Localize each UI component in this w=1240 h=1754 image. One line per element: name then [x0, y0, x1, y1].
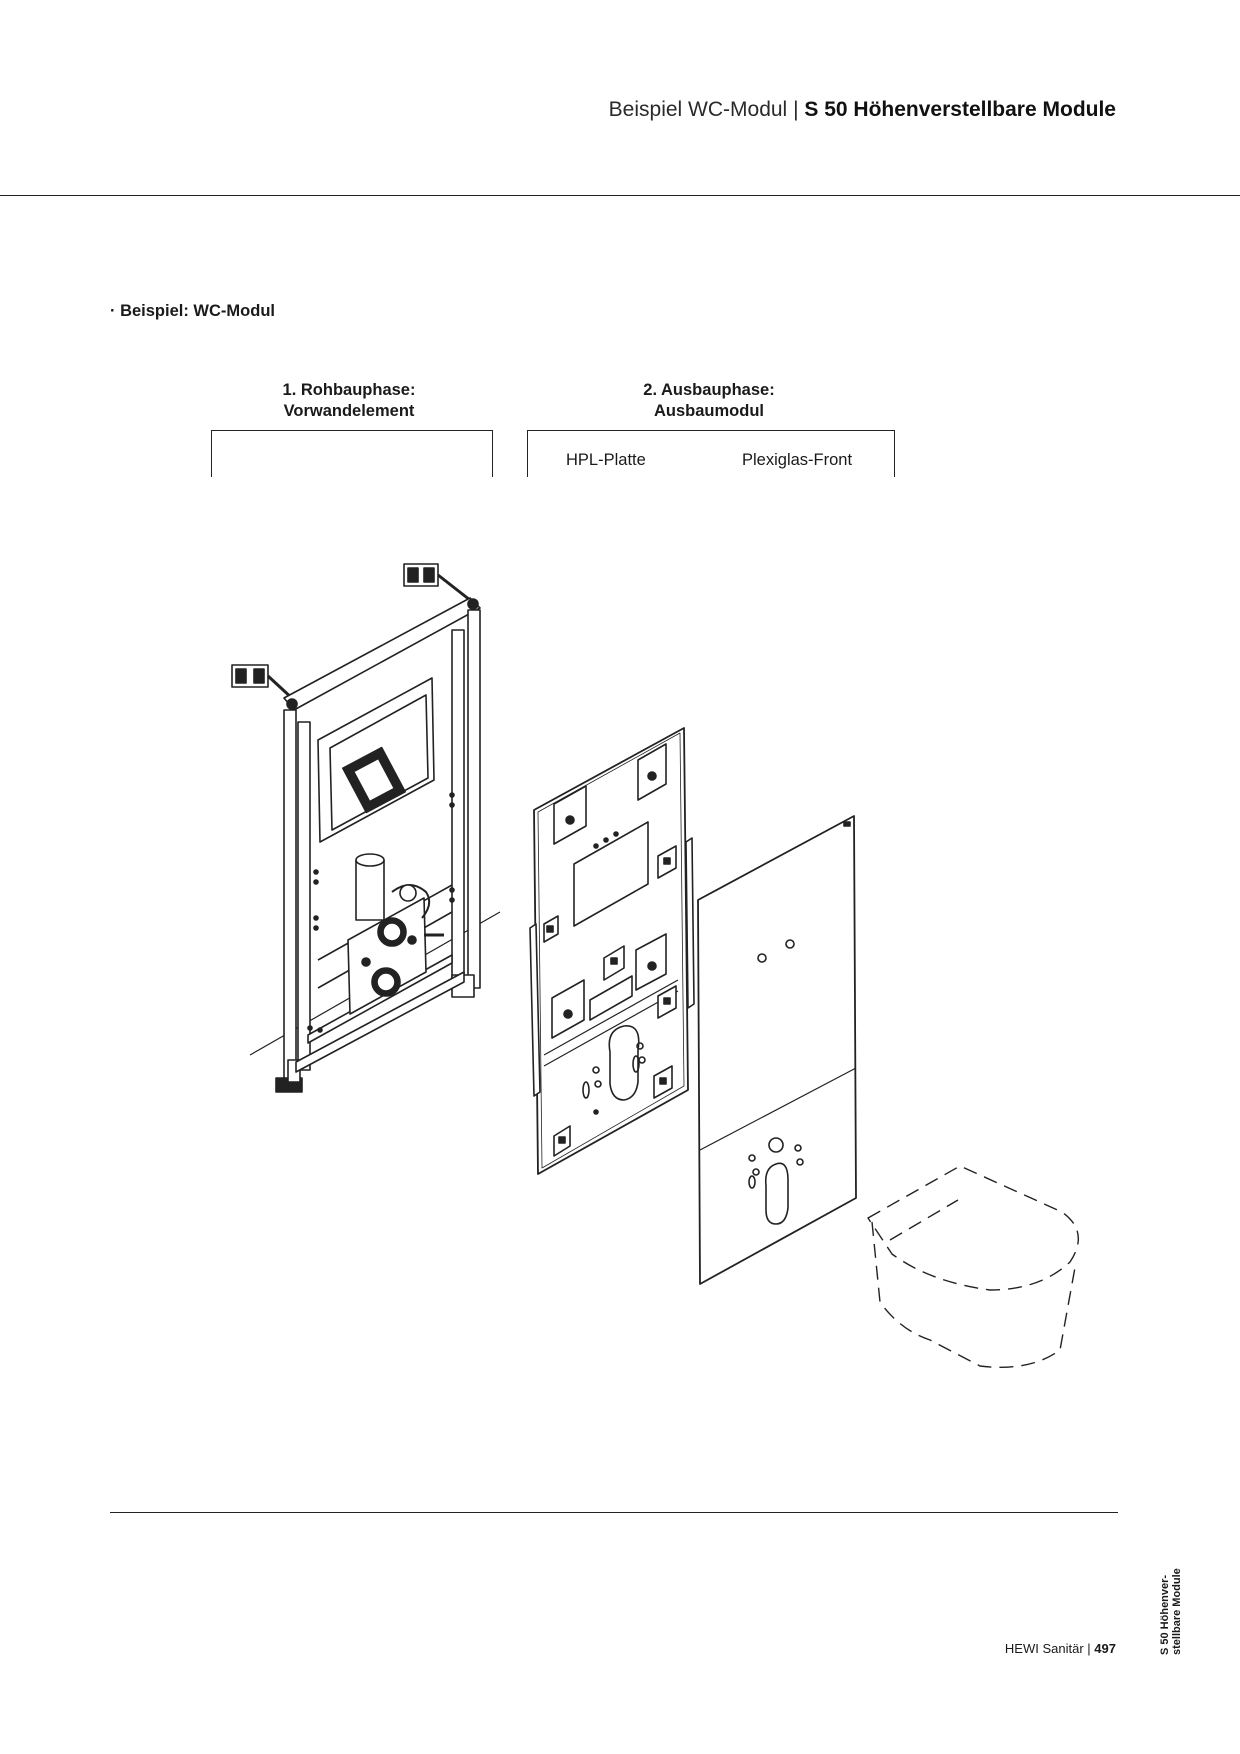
- hpl-platte-label: HPL-Platte: [566, 451, 646, 469]
- phase-1-label: 1. Rohbauphase: Vorwandelement: [199, 380, 499, 422]
- header-title-separator: |: [793, 98, 799, 121]
- mounting-frame: [231, 563, 481, 1093]
- header-title-bold: S 50 Höhenverstellbare Module: [804, 98, 1116, 121]
- phase-2-line1: 2. Ausbauphase:: [643, 381, 775, 399]
- phase-1-line1: 1. Rohbauphase:: [282, 381, 416, 399]
- phase-1-bracket: [211, 430, 493, 477]
- wc-bowl-dashed-outline: [867, 1165, 1079, 1368]
- phase-2-bracket: [527, 430, 895, 477]
- plexiglas-front-panel: [697, 815, 857, 1285]
- page-header-title: Beispiel WC-Modul | S 50 Höhenverstellba…: [609, 98, 1116, 122]
- page-footer: HEWI Sanitär | 497: [1005, 1641, 1116, 1656]
- phase-2-line2: Ausbaumodul: [654, 402, 764, 420]
- hpl-panel: [529, 727, 695, 1175]
- phase-1-line2: Vorwandelement: [283, 402, 415, 420]
- header-rule: [0, 195, 1240, 196]
- footer-separator: |: [1087, 1641, 1091, 1656]
- side-tab-line1: S 50 Höhenver-: [1159, 1574, 1171, 1655]
- page-number: 497: [1094, 1641, 1116, 1656]
- footer-rule: [110, 1512, 1118, 1513]
- plexiglas-front-label: Plexiglas-Front: [742, 451, 853, 469]
- side-tab-line2: stellbare Module: [1171, 1568, 1183, 1655]
- header-title-light: Beispiel WC-Modul: [608, 98, 788, 121]
- footer-brand: HEWI Sanitär: [1004, 1641, 1084, 1656]
- phase-2-label: 2. Ausbauphase: Ausbaumodul: [559, 380, 859, 422]
- section-heading: · Beispiel: WC-Modul: [110, 302, 275, 320]
